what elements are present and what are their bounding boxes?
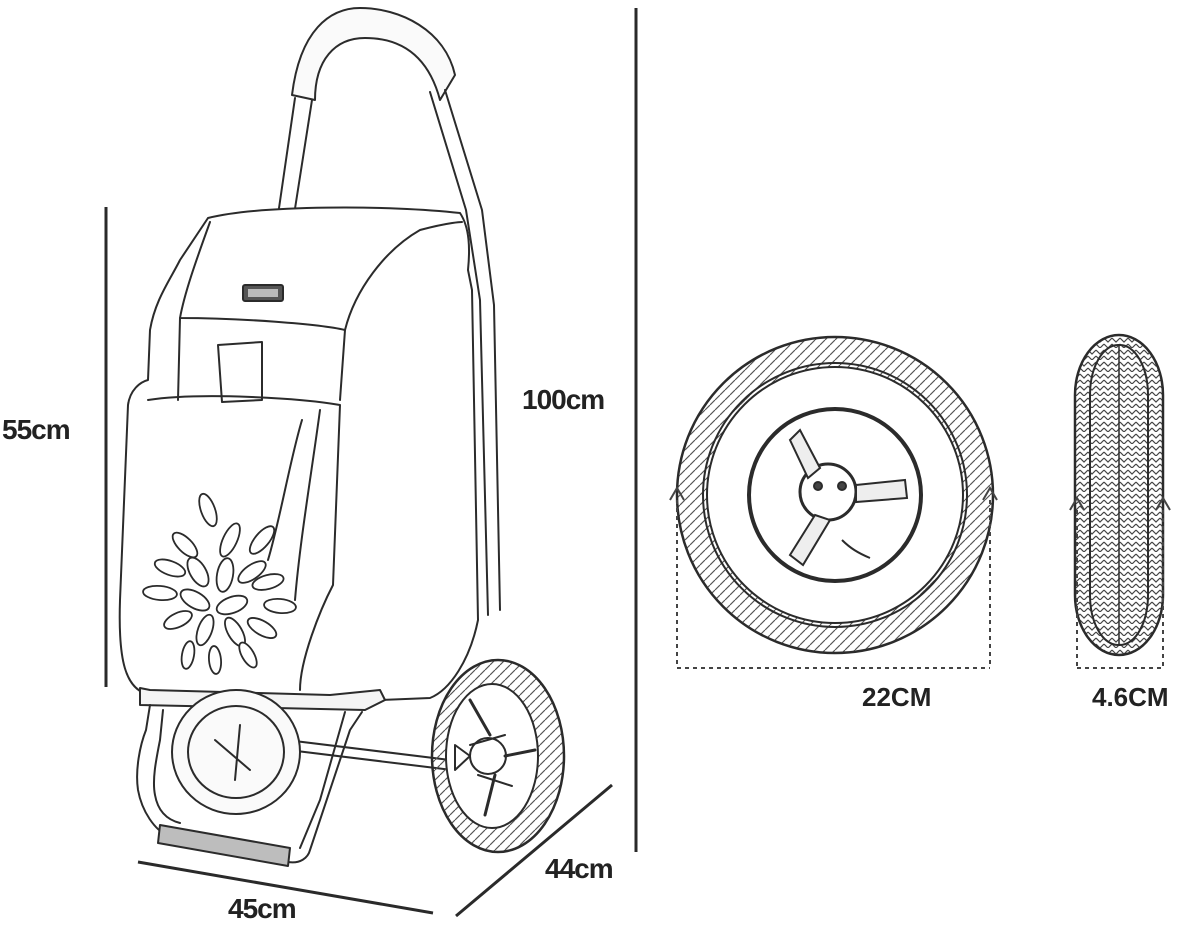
trolley-front-leg <box>136 704 363 864</box>
dim-line-width <box>137 860 434 915</box>
label-depth: 44cm <box>545 853 614 884</box>
wheel-side-drawing <box>675 335 995 655</box>
trolley-rear-wheel <box>171 689 301 815</box>
wheel-side-dimension <box>676 500 991 669</box>
trolley-handle <box>291 7 456 101</box>
shopping-trolley-drawing <box>118 7 566 867</box>
trolley-frame-right <box>429 89 501 616</box>
flower-pattern <box>142 492 297 675</box>
label-bag-height: 55cm <box>2 414 71 445</box>
wheel-front-drawing <box>1073 333 1165 657</box>
label-width: 45cm <box>228 893 297 924</box>
label-wheel-width: 4.6CM <box>1092 682 1169 712</box>
trolley-front-pocket <box>147 395 341 691</box>
label-total-height: 100cm <box>522 384 605 415</box>
trolley-front-wheel <box>430 658 566 854</box>
dim-line-depth <box>455 783 613 918</box>
dimension-lines <box>104 8 638 918</box>
label-wheel-diameter: 22CM <box>862 682 932 712</box>
trolley-bag-lid <box>179 221 463 331</box>
wheel-front-dimension <box>1076 510 1164 669</box>
trolley-foot-rest <box>157 824 291 867</box>
trolley-frame-left <box>277 97 313 216</box>
